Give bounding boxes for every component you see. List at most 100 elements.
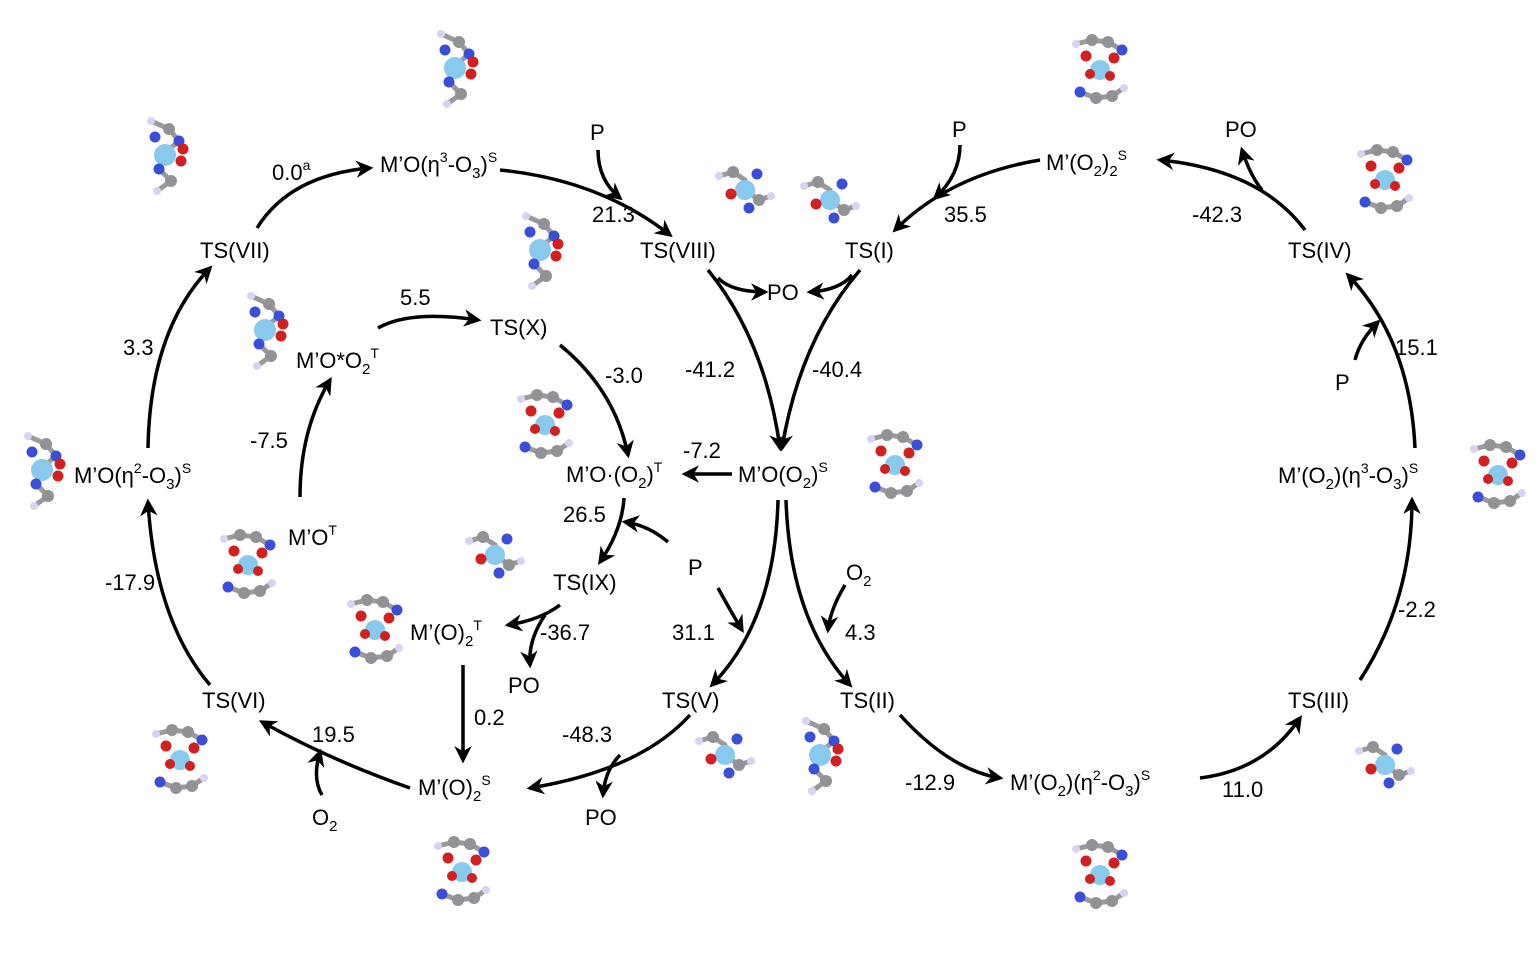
arrow-p-into-i	[932, 144, 962, 201]
arrow-m-o-2-s-to-vi	[258, 720, 411, 790]
arrow-mo-o2-to-ii	[784, 499, 853, 688]
molecule-m-o2-eta2-o3-s	[1072, 839, 1128, 909]
species-p-top-mid: P	[590, 120, 605, 145]
species-p-center: P	[688, 555, 703, 580]
molecule-ts-x	[522, 212, 564, 290]
molecule-mo-eta2-o3-s	[24, 432, 66, 510]
species-po-bottom: PO	[585, 805, 617, 830]
arrow-vi-to-eta2	[140, 498, 212, 687]
arrow-eta2-to-vii	[146, 265, 213, 449]
energy-5-5: 5.5	[400, 285, 431, 310]
molecule-m-o2-eta3-o3-s	[1470, 439, 1526, 509]
node-mo-t: M’OT	[288, 522, 337, 550]
arrow-eta3-right-to-iv	[1345, 272, 1417, 449]
arrow-o2-2-to-i	[892, 158, 1041, 233]
energy-m42-3: -42.3	[1192, 202, 1242, 227]
species-po-center: PO	[767, 280, 799, 305]
species-po-ix: PO	[508, 673, 540, 698]
energy-15-1: 15.1	[1395, 335, 1438, 360]
arrow-o2-into-vi	[307, 748, 325, 796]
arrow-eta3-to-viii	[499, 168, 673, 238]
arrow-mo-dot-o2-to-ix	[598, 497, 626, 565]
arrow-i-to-mo-o2	[775, 268, 862, 452]
node-ts-v: TS(V)	[662, 688, 719, 713]
arrow-p-into-viii	[596, 149, 623, 201]
energy-11-0: 11.0	[1222, 777, 1263, 802]
arrow-viii-to-mo-o2	[706, 268, 787, 452]
node-m-o2-eta2-o3-s: M’(O2)(η2-O3)S	[1010, 767, 1150, 800]
arrow-i-out-po	[806, 273, 854, 300]
species-o2-bottom: O2	[312, 805, 337, 835]
energy-m40-4: -40.4	[812, 357, 862, 382]
species-p-top-right: P	[952, 117, 967, 142]
energies: 0.0a 21.3 35.5 -42.3 5.5 3.3 -41.2 -40.4…	[105, 157, 1438, 802]
energy-m3-0: -3.0	[605, 363, 643, 388]
arrow-x-to-mo-dot-o2	[558, 343, 634, 459]
energy-26-5: 26.5	[563, 502, 606, 527]
node-m-o2-eta3-o3-s: M’(O2)(η3-O3)S	[1278, 460, 1418, 493]
node-m-o-2-s: M’(O)2S	[418, 772, 491, 805]
energy-4-3: 4.3	[845, 620, 876, 645]
arrow-eta2-right-to-iii	[1199, 715, 1302, 780]
arrow-viii-out-po	[716, 276, 769, 301]
species: P P PO PO P P O2 PO PO O2	[312, 117, 1350, 835]
node-ts-x: TS(X)	[490, 315, 547, 340]
node-ts-vii: TS(VII)	[200, 238, 270, 263]
molecule-mo-star-o2-t	[247, 292, 289, 370]
energy-m36-7: -36.7	[540, 620, 590, 645]
node-ts-i: TS(I)	[845, 238, 894, 263]
node-ts-ii: TS(II)	[840, 688, 895, 713]
arrow-ix-to-m-o-2-t	[504, 603, 562, 632]
arrow-v-out-po	[595, 753, 622, 799]
energy-3-3: 3.3	[123, 335, 154, 360]
node-ts-viii: TS(VIII)	[640, 238, 716, 263]
molecule-ts-i	[800, 176, 860, 224]
node-mo-o2-s: M’O(O2)S	[738, 459, 828, 492]
energy-m7-2: -7.2	[683, 438, 721, 463]
node-ts-ix: TS(IX)	[553, 570, 617, 595]
energy-0-0: 0.0a	[272, 157, 311, 185]
species-po-top-right: PO	[1225, 117, 1257, 142]
energy-m7-5: -7.5	[250, 428, 288, 453]
arrow-o2-into-ii	[820, 584, 847, 634]
arrow-p-into-iv	[1353, 319, 1381, 361]
molecule-ts-vii	[147, 117, 189, 195]
molecule-m-o-2-t	[347, 594, 403, 664]
molecule-ts-iii	[1355, 741, 1415, 789]
molecule-ts-iv	[1357, 144, 1413, 214]
arrow-iii-to-eta3-right	[1358, 496, 1421, 681]
node-ts-iv: TS(IV)	[1288, 238, 1352, 263]
molecule-mo-dot-o2-t	[517, 389, 573, 459]
arrow-p-into-v	[716, 587, 744, 634]
arrow-v-to-m-o-2-s	[526, 713, 692, 795]
energy-0-2: 0.2	[474, 705, 505, 730]
molecule-m-o-2-s	[434, 836, 490, 906]
node-mo-eta2-o3-s: M’O(η2-O3)S	[74, 460, 191, 493]
node-ts-iii: TS(III)	[1288, 688, 1349, 713]
energy-35-5: 35.5	[944, 202, 987, 227]
energy-m12-9: -12.9	[905, 770, 955, 795]
node-mo-eta3-o3-s: M’O(η3-O3)S	[380, 149, 497, 182]
molecule-mo-o2-s	[867, 429, 923, 499]
arrow-mo-o2-to-v	[709, 499, 780, 688]
species-p-right: P	[1335, 370, 1350, 395]
nodes: M’O(η3-O3)S TS(VII) TS(VIII) TS(I) M’(O2…	[74, 147, 1418, 805]
molecule-ts-ix	[465, 531, 525, 579]
arrow-mo-t-to-star	[298, 376, 332, 498]
arrow-star-to-x	[377, 309, 482, 330]
molecule-m-o2-2-s	[1072, 34, 1128, 104]
node-m-o2-2-s: M’(O2)2S	[1046, 147, 1127, 180]
energy-m17-9: -17.9	[105, 570, 155, 595]
node-m-o-2-t: M’(O)2T	[410, 617, 482, 650]
energy-19-5: 19.5	[312, 722, 355, 747]
energy-31-1: 31.1	[672, 620, 715, 645]
arrow-vii-to-eta3	[255, 160, 374, 229]
node-ts-vi: TS(VI)	[202, 688, 266, 713]
energy-m41-2: -41.2	[685, 357, 735, 382]
molecule-mo-eta3-o3-s	[437, 30, 479, 108]
arrow-p-into-ix	[621, 515, 670, 544]
arrow-ii-to-eta2-right	[898, 713, 1004, 785]
molecule-ts-v	[695, 731, 755, 779]
arrow-iv-out-po	[1237, 146, 1264, 192]
